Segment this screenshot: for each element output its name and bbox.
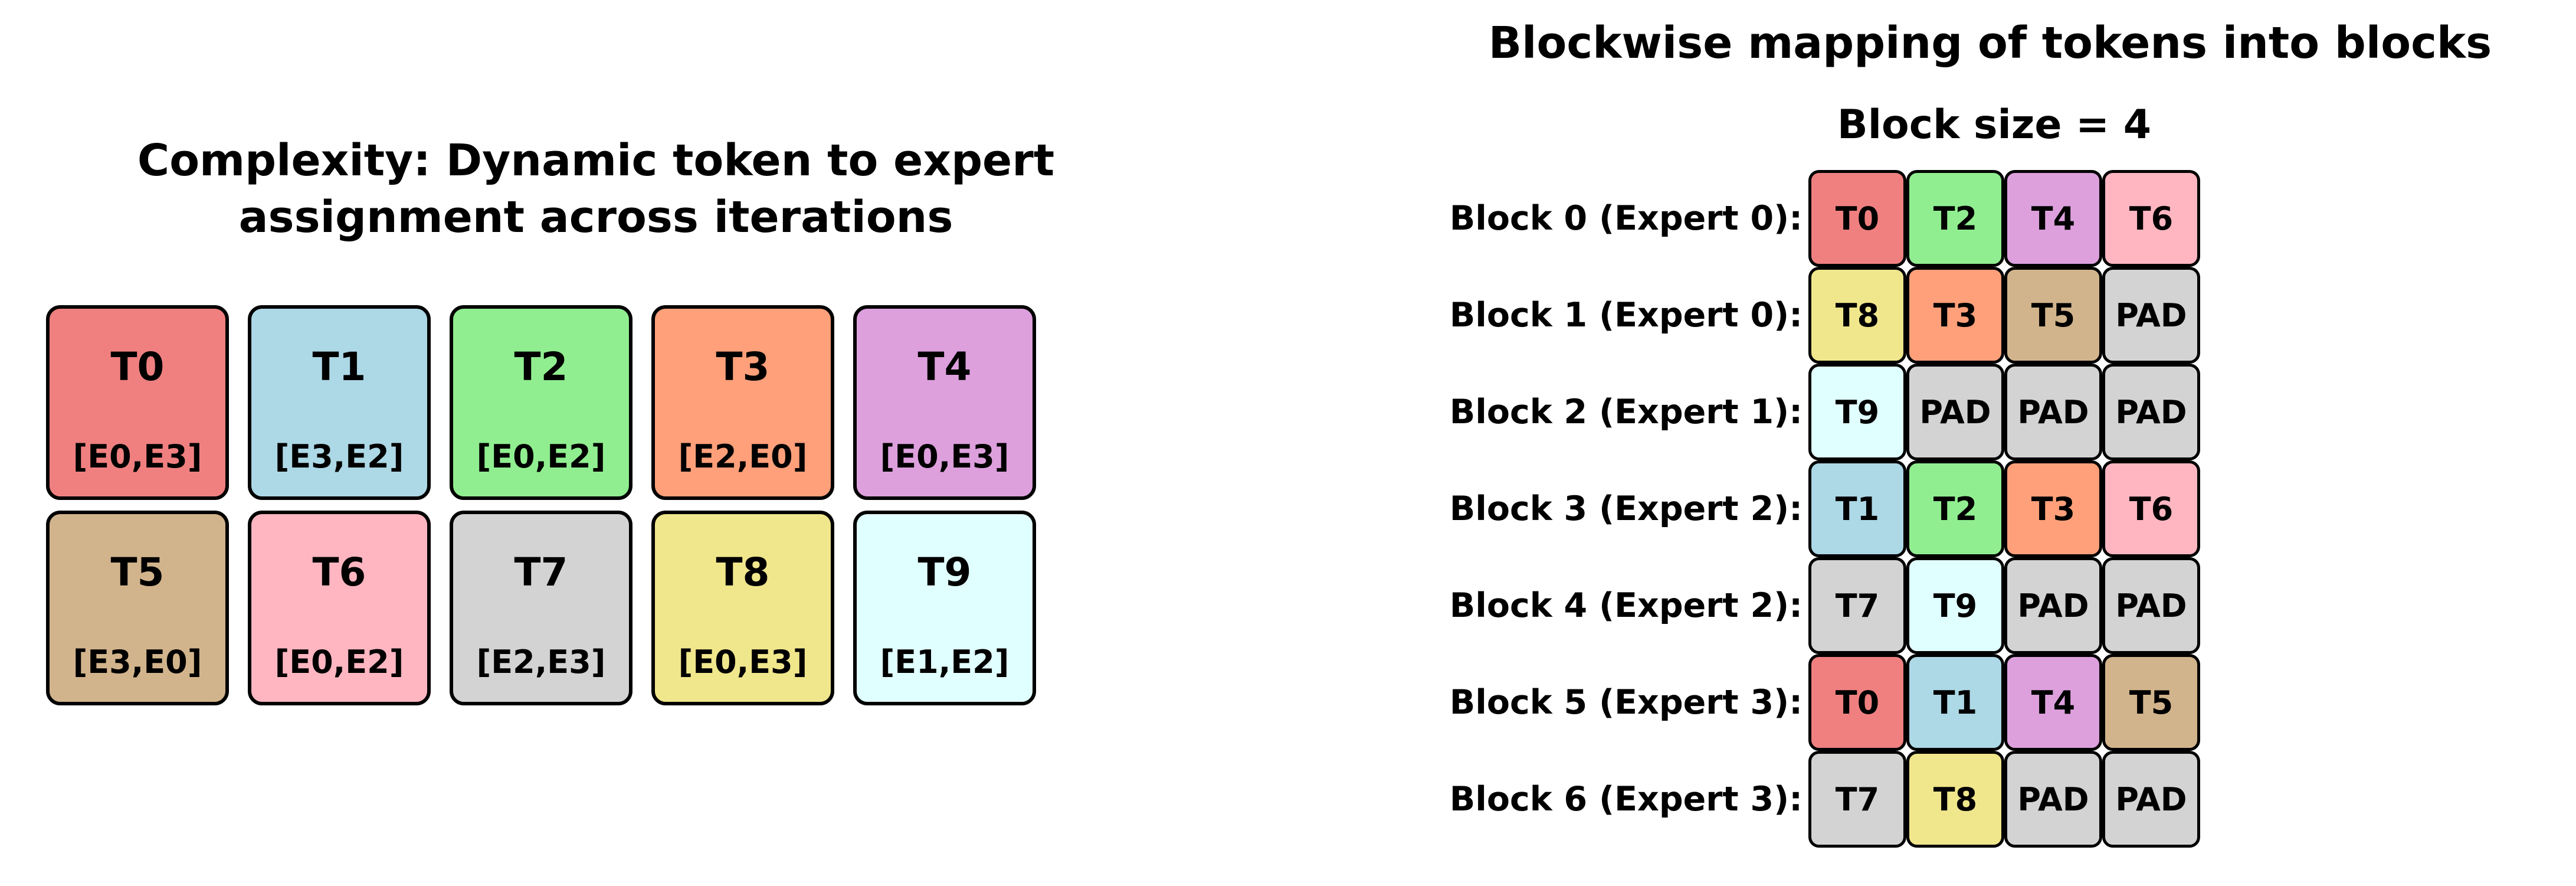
block-cells: T0 T2 T4 T6 <box>1808 170 2200 267</box>
block-cell: PAD <box>2004 751 2102 848</box>
block-row-0: Block 0 (Expert 0): T0 T2 T4 T6 <box>1357 170 2200 267</box>
block-cell: T9 <box>1906 557 2004 654</box>
block-size-subtitle: Block size = 4 <box>1837 102 2152 148</box>
block-cells: T8 T3 T5 PAD <box>1808 267 2200 364</box>
block-cell: T7 <box>1808 751 1906 848</box>
block-row-label: Block 0 (Expert 0): <box>1449 199 1802 238</box>
block-row-6: Block 6 (Expert 3): T7 T8 PAD PAD <box>1357 751 2200 848</box>
token-box-t0: T0 [E0,E3] <box>46 305 229 500</box>
token-box-t6: T6 [E0,E2] <box>248 511 431 705</box>
block-cell: PAD <box>1906 364 2004 460</box>
block-cell: T4 <box>2004 170 2102 267</box>
block-cell: PAD <box>2004 557 2102 654</box>
block-cells: T1 T2 T3 T6 <box>1808 460 2200 557</box>
block-row-label: Block 4 (Expert 2): <box>1449 586 1802 625</box>
token-id-label: T0 <box>110 344 165 390</box>
block-cells: T7 T8 PAD PAD <box>1808 751 2200 848</box>
block-cell: T7 <box>1808 557 1906 654</box>
block-cells: T7 T9 PAD PAD <box>1808 557 2200 654</box>
token-box-t7: T7 [E2,E3] <box>450 511 632 705</box>
block-row-label: Block 5 (Expert 3): <box>1449 683 1802 722</box>
token-box-t8: T8 [E0,E3] <box>651 511 834 705</box>
token-experts-label: [E0,E2] <box>476 438 606 475</box>
block-cell: T6 <box>2102 170 2200 267</box>
token-id-label: T1 <box>312 344 366 390</box>
token-id-label: T2 <box>514 344 568 390</box>
block-cell: T3 <box>1906 267 2004 364</box>
block-row-label: Block 1 (Expert 0): <box>1449 296 1802 335</box>
block-cell: T8 <box>1808 267 1906 364</box>
block-cell: T3 <box>2004 460 2102 557</box>
block-row-5: Block 5 (Expert 3): T0 T1 T4 T5 <box>1357 654 2200 751</box>
left-title-line1: Complexity: Dynamic token to expert <box>137 135 1055 186</box>
token-experts-label: [E0,E3] <box>678 643 808 681</box>
token-experts-label: [E0,E2] <box>274 643 404 681</box>
token-id-label: T6 <box>312 550 366 595</box>
block-row-label: Block 2 (Expert 1): <box>1449 393 1802 431</box>
block-cell: T2 <box>1906 170 2004 267</box>
block-cell: PAD <box>2102 267 2200 364</box>
token-experts-label: [E0,E3] <box>73 438 202 475</box>
token-experts-label: [E2,E0] <box>678 438 808 475</box>
block-row-2: Block 2 (Expert 1): T9 PAD PAD PAD <box>1357 364 2200 460</box>
token-id-label: T5 <box>110 550 165 595</box>
block-cell: T1 <box>1906 654 2004 751</box>
token-experts-label: [E2,E3] <box>476 643 606 681</box>
block-cell: PAD <box>2004 364 2102 460</box>
block-rows: Block 0 (Expert 0): T0 T2 T4 T6 Block 1 … <box>1357 170 2200 848</box>
block-cell: T5 <box>2004 267 2102 364</box>
block-cells: T9 PAD PAD PAD <box>1808 364 2200 460</box>
block-row-1: Block 1 (Expert 0): T8 T3 T5 PAD <box>1357 267 2200 364</box>
block-cell: T8 <box>1906 751 2004 848</box>
block-row-label: Block 6 (Expert 3): <box>1449 780 1802 819</box>
block-row-label: Block 3 (Expert 2): <box>1449 489 1802 528</box>
token-box-t4: T4 [E0,E3] <box>853 305 1036 500</box>
block-cell: PAD <box>2102 751 2200 848</box>
block-cell: T1 <box>1808 460 1906 557</box>
token-experts-label: [E3,E0] <box>73 643 202 681</box>
token-id-label: T8 <box>716 550 770 595</box>
block-cell: T0 <box>1808 170 1906 267</box>
block-cell: PAD <box>2102 557 2200 654</box>
token-id-label: T3 <box>716 344 770 390</box>
token-box-t1: T1 [E3,E2] <box>248 305 431 500</box>
token-id-label: T9 <box>917 550 972 595</box>
block-row-3: Block 3 (Expert 2): T1 T2 T3 T6 <box>1357 460 2200 557</box>
token-grid: T0 [E0,E3] T1 [E3,E2] T2 [E0,E2] T3 [E2,… <box>46 305 1036 705</box>
token-box-t9: T9 [E1,E2] <box>853 511 1036 705</box>
block-cell: T0 <box>1808 654 1906 751</box>
token-experts-label: [E0,E3] <box>880 438 1010 475</box>
token-id-label: T7 <box>514 550 568 595</box>
block-cell: T5 <box>2102 654 2200 751</box>
block-cell: PAD <box>2102 364 2200 460</box>
block-cell: T4 <box>2004 654 2102 751</box>
token-experts-label: [E1,E2] <box>880 643 1010 681</box>
left-title-line2: assignment across iterations <box>238 192 953 243</box>
block-cell: T2 <box>1906 460 2004 557</box>
token-box-t3: T3 [E2,E0] <box>651 305 834 500</box>
left-panel-title: Complexity: Dynamic token to expert assi… <box>0 132 1192 246</box>
block-cell: T9 <box>1808 364 1906 460</box>
block-row-4: Block 4 (Expert 2): T7 T9 PAD PAD <box>1357 557 2200 654</box>
block-cells: T0 T1 T4 T5 <box>1808 654 2200 751</box>
token-box-t2: T2 [E0,E2] <box>450 305 632 500</box>
block-cell: T6 <box>2102 460 2200 557</box>
token-box-t5: T5 [E3,E0] <box>46 511 229 705</box>
token-id-label: T4 <box>917 344 972 390</box>
right-panel-title: Blockwise mapping of tokens into blocks <box>1488 18 2492 68</box>
token-experts-label: [E3,E2] <box>274 438 404 475</box>
